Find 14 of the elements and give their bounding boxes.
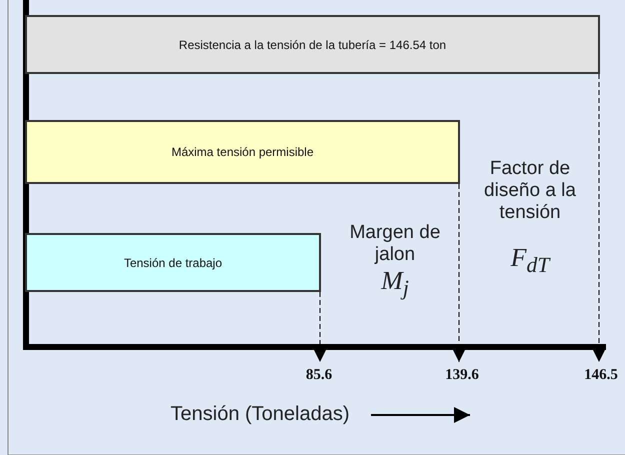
annotation-text: Factor de diseño a la tensión <box>483 158 577 224</box>
bar-label: Tensión de trabajo <box>124 256 222 270</box>
bar-label: Resistencia a la tensión de la tubería = 146.54 ton <box>178 38 446 52</box>
math-symbol: M$_{j}$ <box>380 266 410 302</box>
axis-title: Tensión (Toneladas) <box>170 403 350 426</box>
tick-label: 146.5 <box>574 364 625 386</box>
dashed-arrow <box>592 74 606 362</box>
dashed-arrow <box>313 292 327 362</box>
math-symbol: F$_{dT}$ <box>510 243 552 278</box>
tick-label: 139.6 <box>435 364 489 386</box>
annotation-text: Margen de jalon <box>348 222 442 266</box>
bar-label: Máxima tensión permisible <box>171 145 314 159</box>
dashed-arrow <box>452 184 466 362</box>
tick-label: 85.6 <box>294 364 344 386</box>
